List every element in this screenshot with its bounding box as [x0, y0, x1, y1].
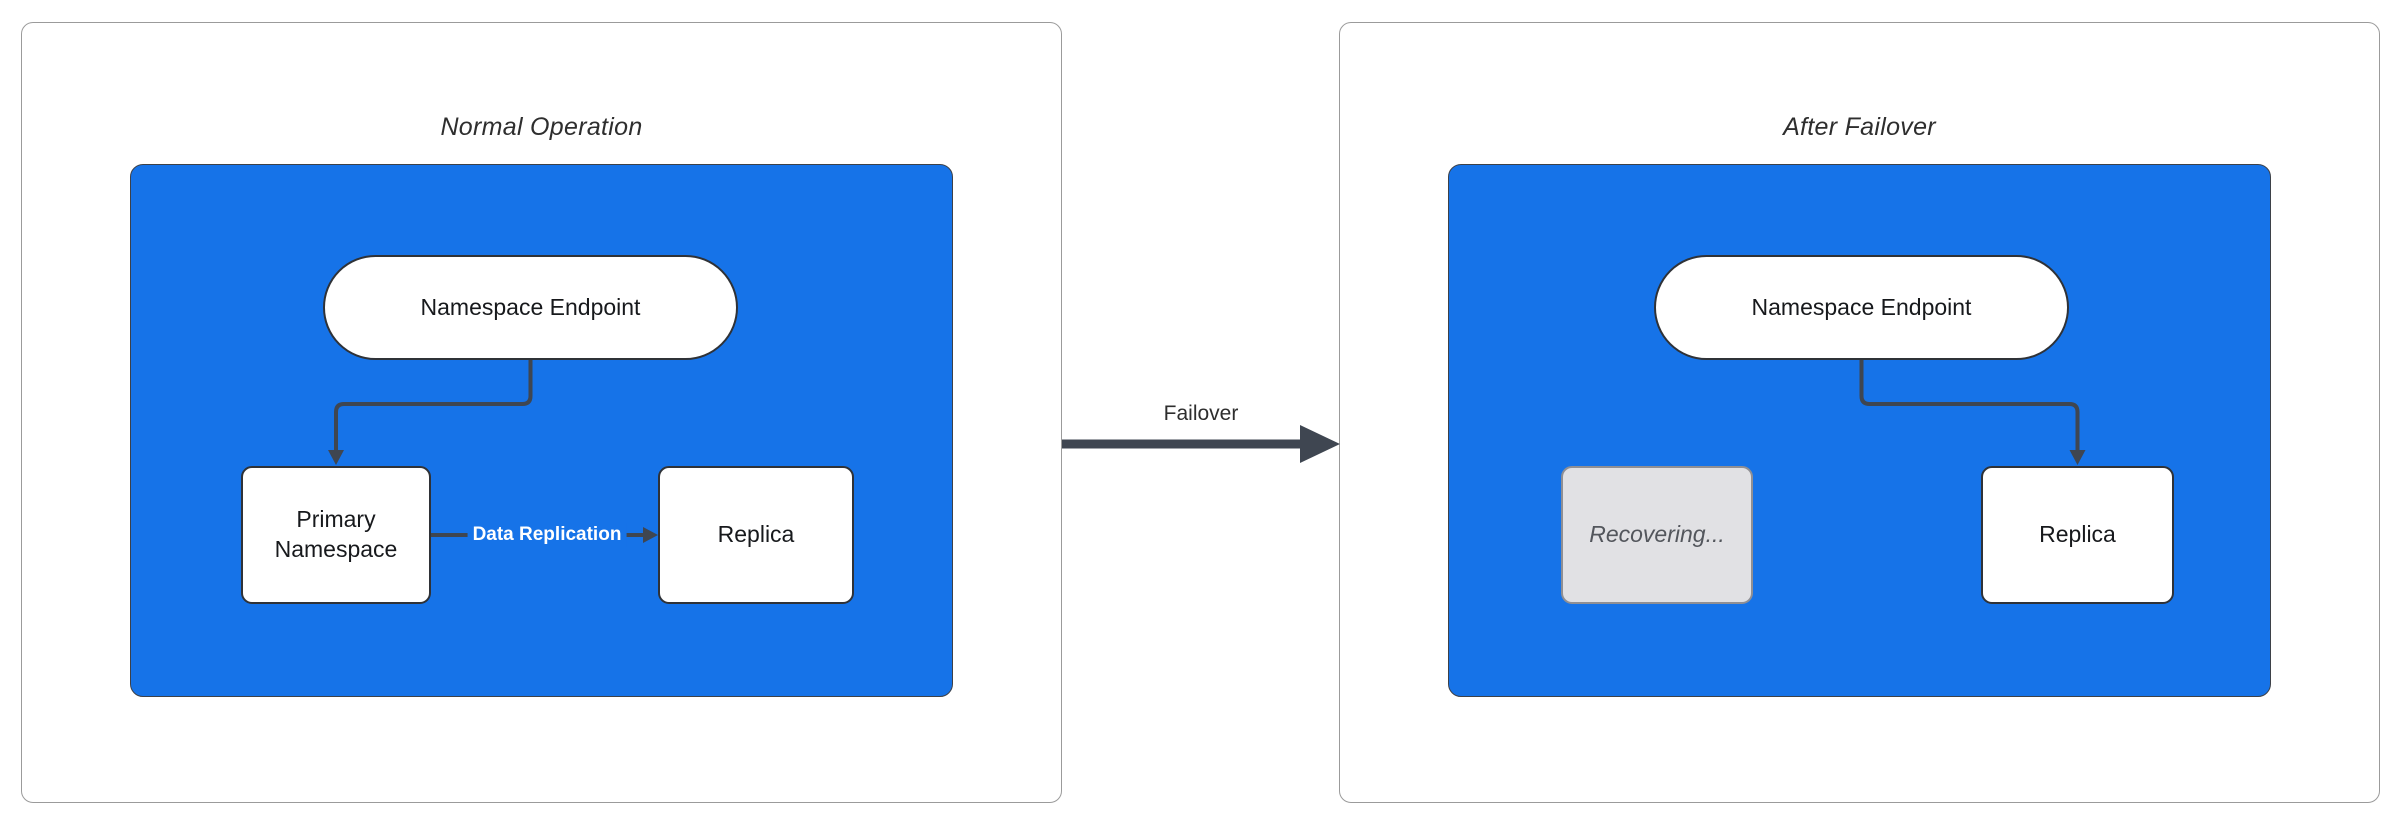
- panel-title-normal-operation: Normal Operation: [440, 113, 643, 141]
- node-primary-namespace: Primary Namespace: [241, 466, 431, 604]
- panel-title-after-failover: After Failover: [1783, 113, 1936, 141]
- edge-label-failover: Failover: [1163, 402, 1239, 425]
- node-namespace-endpoint-left: Namespace Endpoint: [323, 255, 738, 360]
- namespace-container-right: [1448, 164, 2271, 697]
- failover-arrowhead-icon: [1300, 425, 1340, 463]
- namespace-container-left: [130, 164, 953, 697]
- node-replica-left: Replica: [658, 466, 854, 604]
- node-replica-right: Replica: [1981, 466, 2174, 604]
- node-namespace-endpoint-right: Namespace Endpoint: [1654, 255, 2069, 360]
- edge-label-data-replication: Data Replication: [467, 523, 627, 547]
- node-recovering: Recovering...: [1561, 466, 1753, 604]
